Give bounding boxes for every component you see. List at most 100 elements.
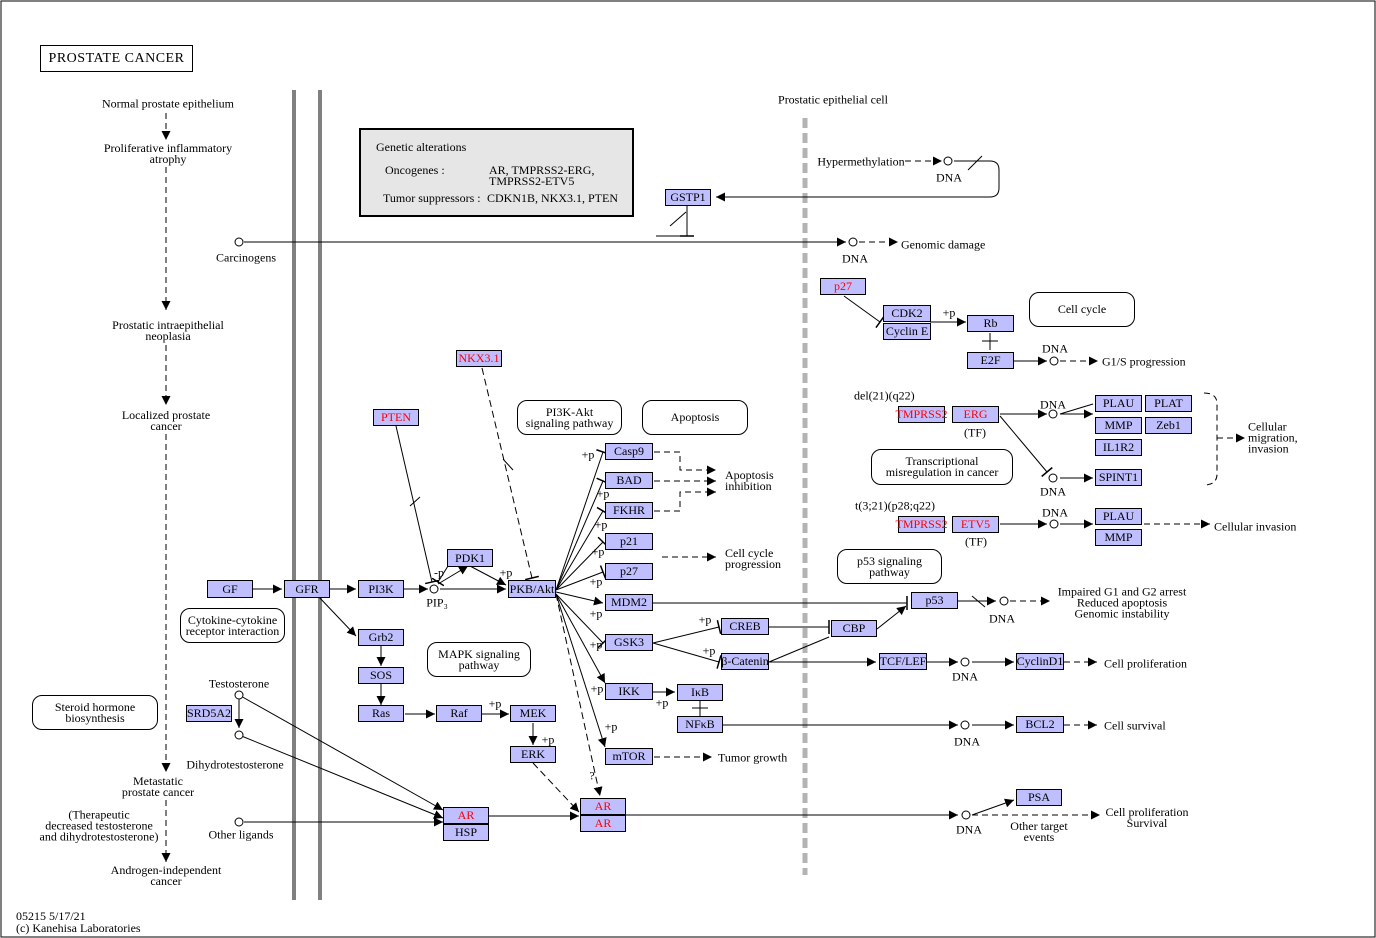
gene-cbp[interactable]: CBP — [831, 620, 877, 637]
gene-gstp1[interactable]: GSTP1 — [665, 189, 711, 206]
gene-p27-top[interactable]: p27 — [820, 278, 866, 295]
mark-minus-p: -p — [434, 565, 444, 580]
mark-plus-p-erk: +p — [541, 732, 555, 747]
stage-normal: Normal prostate epithelium — [102, 96, 234, 111]
gene-tmprss2-a[interactable]: TMPRSS2 — [895, 406, 948, 423]
gene-p21[interactable]: p21 — [605, 533, 653, 550]
dna-cyclind1: DNA — [952, 669, 978, 684]
gene-e2f[interactable]: E2F — [967, 352, 1014, 369]
pathway-cytokine[interactable]: Cytokine-cytokine receptor interaction — [180, 608, 285, 643]
label-impaired-arrest: Impaired G1 and G2 arrest Reduced apopto… — [1057, 584, 1187, 621]
label-other-targets: Other target events — [1010, 819, 1068, 844]
gene-tcf-lef[interactable]: TCF/LEF — [879, 653, 927, 670]
gene-mmp-b[interactable]: MMP — [1095, 529, 1142, 546]
gene-plau-b[interactable]: PLAU — [1095, 508, 1142, 525]
label-pip3: PIP₃ — [426, 595, 448, 610]
label-cell-invasion: Cellular invasion — [1214, 519, 1297, 534]
gene-ikk[interactable]: IKK — [605, 683, 653, 700]
gene-tmprss2-b[interactable]: TMPRSS2 — [895, 516, 948, 533]
gene-ras[interactable]: Ras — [358, 705, 404, 722]
gene-mdm2[interactable]: MDM2 — [605, 594, 653, 611]
mark-plus-p-creb: +p — [698, 612, 712, 627]
gene-erk[interactable]: ERK — [510, 746, 556, 763]
mark-plus-p-fkhr: +p — [594, 517, 608, 532]
gene-gf[interactable]: GF — [207, 580, 253, 598]
dna-p53: DNA — [989, 611, 1015, 626]
gene-p27-akt[interactable]: p27 — [605, 563, 653, 580]
gene-ikb[interactable]: IκB — [677, 684, 723, 701]
pathway-transcriptional[interactable]: Transcriptional misregulation in cancer — [871, 449, 1013, 485]
pathway-steroid[interactable]: Steroid hormone biosynthesis — [32, 695, 158, 730]
label-prolif-survival: Cell proliferation Survival — [1105, 805, 1189, 830]
gene-srd5a2[interactable]: SRD5A2 — [186, 705, 232, 722]
gene-nfkb[interactable]: NFκB — [677, 716, 723, 733]
gene-sos[interactable]: SOS — [358, 667, 404, 684]
pathway-cell-cycle[interactable]: Cell cycle — [1029, 292, 1135, 327]
gene-ar-complex[interactable]: AR — [443, 807, 489, 824]
pathway-apoptosis[interactable]: Apoptosis — [642, 400, 748, 435]
gene-beta-catenin[interactable]: β-Catenin — [721, 653, 769, 670]
dna-methyl: DNA — [936, 170, 962, 185]
gene-pkb-akt[interactable]: PKB/Akt — [508, 580, 556, 598]
gene-erg[interactable]: ERG — [952, 406, 999, 423]
gene-il1r2[interactable]: IL1R2 — [1095, 439, 1142, 456]
gene-cycline[interactable]: Cyclin E — [883, 323, 931, 340]
footer-id-date: 05215 5/17/21 — [16, 909, 86, 923]
label-cell-survival: Cell survival — [1104, 718, 1166, 733]
gene-bcl2[interactable]: BCL2 — [1016, 716, 1064, 733]
gene-pten[interactable]: PTEN — [373, 409, 419, 426]
gene-spint1[interactable]: SPINT1 — [1095, 469, 1142, 486]
dna-e2f: DNA — [1042, 341, 1068, 356]
pathway-mapk[interactable]: MAPK signaling pathway — [427, 642, 531, 677]
mark-plus-p-mdm2: +p — [589, 606, 603, 621]
gene-psa[interactable]: PSA — [1016, 789, 1062, 806]
dna-spint1: DNA — [1040, 484, 1066, 499]
gene-pdk1[interactable]: PDK1 — [447, 549, 493, 567]
gene-zeb1[interactable]: Zeb1 — [1145, 417, 1192, 434]
gene-cdk2[interactable]: CDK2 — [883, 305, 931, 322]
label-cell-proliferation: Cell proliferation — [1104, 656, 1187, 671]
gene-mek[interactable]: MEK — [510, 705, 556, 722]
oncogenes-line1: AR, TMPRSS2-ERG, — [489, 163, 595, 177]
therapeutic-note: (Therapeutic decreased testosterone and … — [39, 807, 159, 844]
pathway-p53[interactable]: p53 signaling pathway — [837, 549, 942, 584]
gene-casp9[interactable]: Casp9 — [605, 443, 653, 460]
gene-gsk3[interactable]: GSK3 — [605, 634, 653, 651]
gene-etv5[interactable]: ETV5 — [952, 516, 999, 533]
gene-fkhr[interactable]: FKHR — [605, 502, 653, 519]
dna-ar: DNA — [956, 822, 982, 837]
gene-nkx31[interactable]: NKX3.1 — [456, 350, 502, 367]
gene-gfr[interactable]: GFR — [284, 580, 330, 598]
mark-plus-p-p27: +p — [589, 574, 603, 589]
label-cell-migration: Cellular migration, invasion — [1248, 419, 1298, 456]
dna-damage: DNA — [842, 251, 868, 266]
gene-pi3k[interactable]: PI3K — [358, 580, 404, 598]
gene-plau-a[interactable]: PLAU — [1095, 395, 1142, 412]
gene-plat[interactable]: PLAT — [1145, 395, 1192, 412]
label-tf-erg: (TF) — [964, 425, 986, 440]
mark-plus-p-mek: +p — [488, 696, 502, 711]
pathway-pi3k-akt[interactable]: PI3K-Akt signaling pathway — [517, 400, 622, 435]
label-other-ligands: Other ligands — [208, 827, 274, 842]
dna-bcl2: DNA — [954, 734, 980, 749]
gene-p53[interactable]: p53 — [911, 592, 958, 609]
gene-mmp-a[interactable]: MMP — [1095, 417, 1142, 434]
stage-androgen-independent: Androgen-independent cancer — [110, 863, 222, 888]
gene-creb[interactable]: CREB — [721, 618, 769, 635]
suppressors-label: Tumor suppressors : — [383, 191, 481, 205]
gene-bad[interactable]: BAD — [605, 472, 653, 489]
gene-raf[interactable]: Raf — [436, 705, 482, 722]
gene-ar-dimer-2[interactable]: AR — [580, 815, 626, 832]
mark-plus-p-pdk1: +p — [499, 565, 513, 580]
gene-ar-dimer-1[interactable]: AR — [580, 798, 626, 815]
gene-grb2[interactable]: Grb2 — [358, 629, 404, 646]
gene-cyclind1[interactable]: CyclinD1 — [1016, 653, 1064, 670]
mark-plus-p-catenin: +p — [702, 643, 716, 658]
gene-mtor[interactable]: mTOR — [605, 748, 653, 765]
gene-rb[interactable]: Rb — [967, 315, 1014, 332]
gene-hsp[interactable]: HSP — [443, 824, 489, 841]
label-epithelial-cell: Prostatic epithelial cell — [778, 92, 888, 107]
label-dihydrotestosterone: Dihydrotestosterone — [186, 757, 284, 772]
